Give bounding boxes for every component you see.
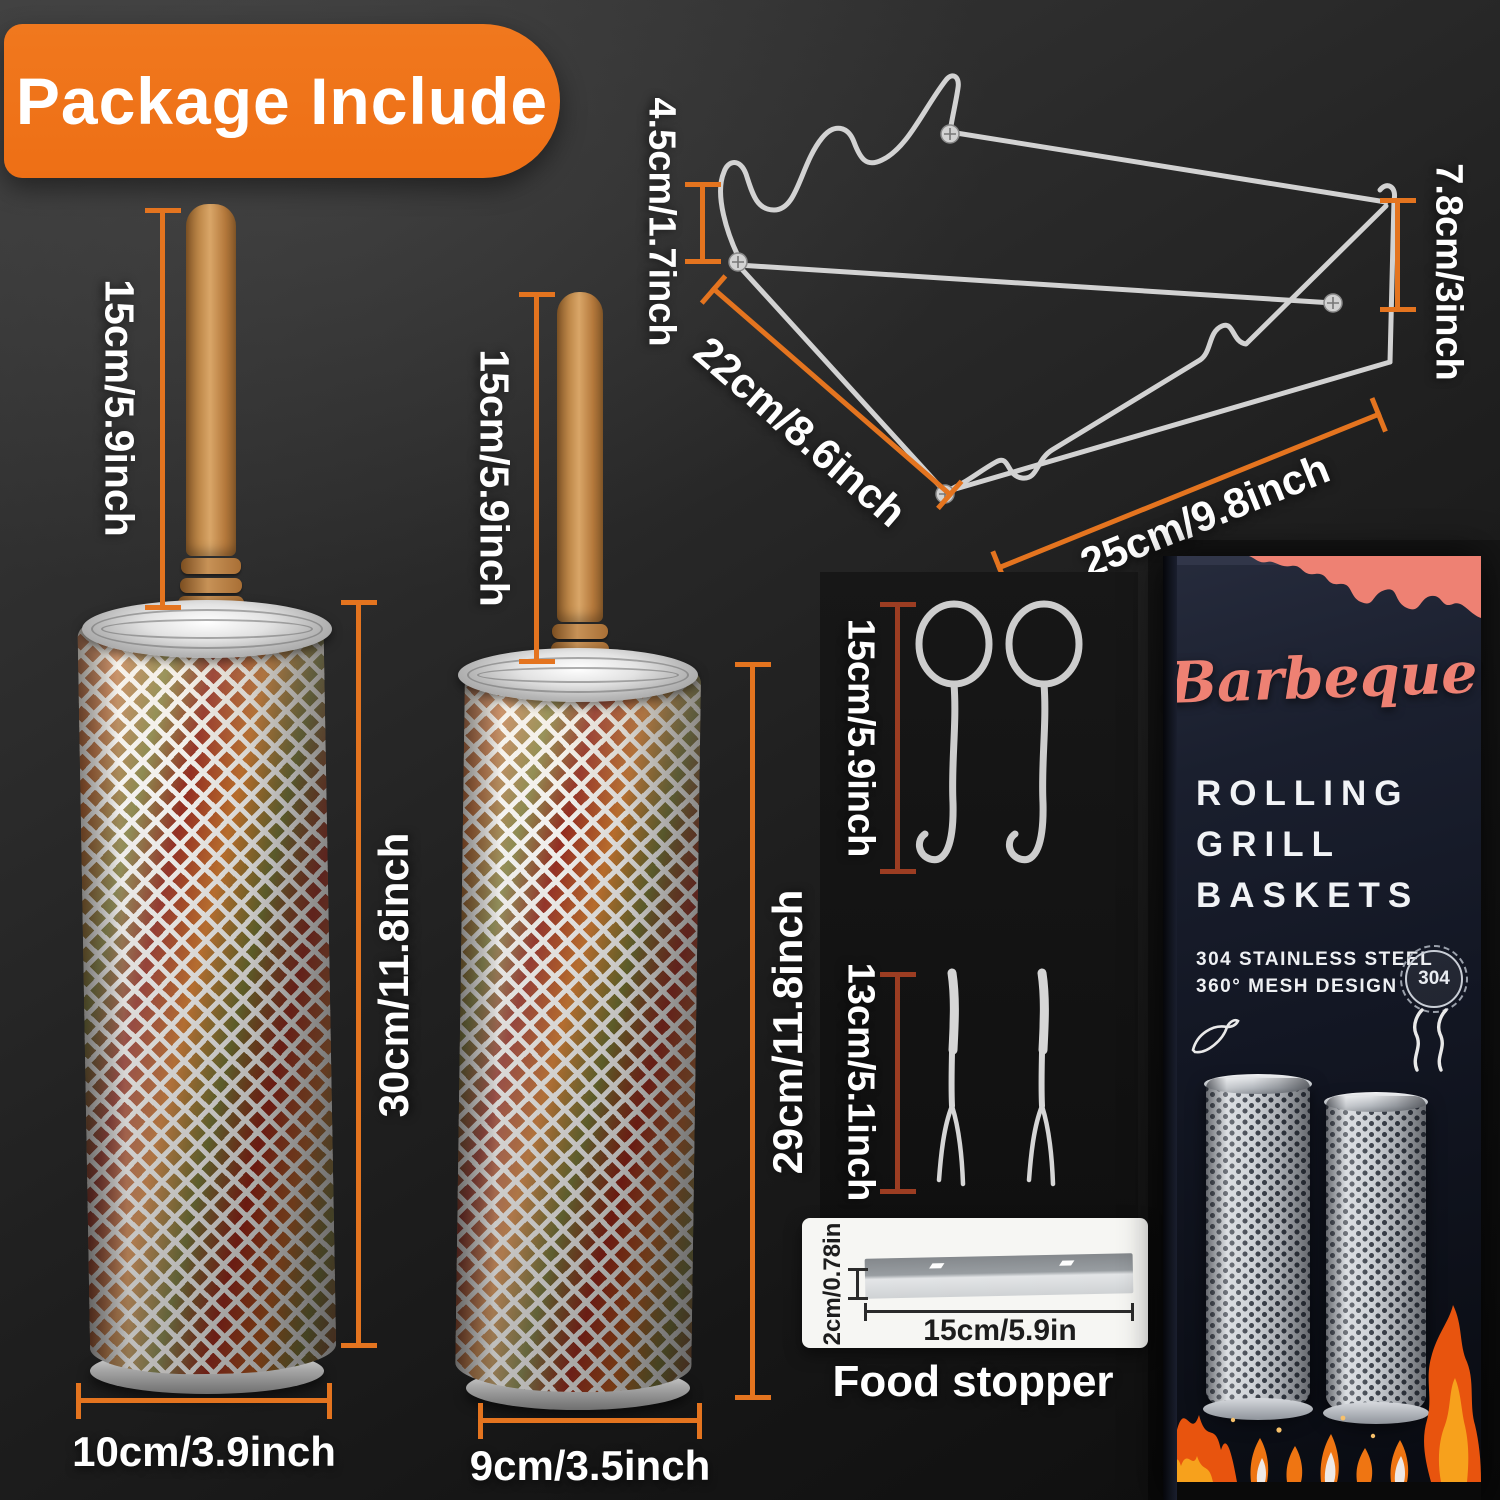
box-feature-line: 304 STAINLESS STEEL [1196,949,1434,970]
chili-icon [1191,1018,1240,1054]
hanging-hook [915,600,993,864]
food-stopper-panel: 2cm/0.78in 15cm/5.9in [802,1218,1148,1348]
box-brand: Barbeque [1167,639,1479,717]
bbq-fork [1026,968,1056,1187]
large-basket-shading [77,619,337,1377]
large-basket-body [77,619,337,1377]
food-stopper-bar [864,1253,1134,1299]
box-left-spine [1163,556,1177,1500]
small-body-line [750,662,755,1400]
food-stopper-caption: Food stopper [832,1357,1114,1406]
forks-length-label: 13cm/5.1inch [839,962,882,1202]
small-basket-shading [454,666,702,1394]
product-box: Barbeque ROLLING GRILL BASKETS 304 STAIN… [1163,556,1481,1500]
large-body-line [356,600,361,1348]
box-basket-base [1203,1398,1313,1420]
flames-graphic [1163,1305,1481,1500]
box-basket-photo [1323,1092,1429,1424]
small-basket-handle-ring [552,624,608,639]
box-title: ROLLING GRILL BASKETS [1196,768,1419,921]
small-basket-top-cap [458,648,698,702]
small-diameter-label: 9cm/3.5inch [469,1442,711,1489]
box-basket-shading [1206,1078,1310,1414]
box-title-line: ROLLING [1196,774,1410,813]
rack-height-right-line [1395,198,1400,312]
small-handle-label: 15cm/5.9inch [471,349,518,607]
small-basket-handle [557,292,603,622]
box-basket-photo [1203,1074,1313,1420]
box-basket-base [1323,1402,1429,1424]
stopper-notch [1059,1260,1075,1266]
rack-height-right-label: 7.8cm/3inch [1427,163,1470,381]
large-basket-top-cap [82,600,332,658]
stopper-length-line [864,1310,1134,1313]
accessories-panel [820,572,1138,1244]
stopper-thickness-label: 2cm/0.78in [819,1222,846,1346]
rack-height-left-line [700,182,705,264]
hooks-length-line [895,602,900,874]
large-body-label: 30cm/11.8inch [370,832,417,1118]
rack-height-left-label: 4.5cm/1.7inch [640,97,683,347]
large-basket-handle-ring [181,558,241,574]
steel-304-badge: 304 [1400,945,1468,1013]
box-title-line: BASKETS [1196,876,1420,915]
stopper-thickness-line [856,1268,859,1300]
stopper-notch [929,1263,945,1269]
bbq-fork [936,968,966,1187]
box-features: 304 STAINLESS STEEL 360° MESH DESIGN [1196,946,1433,1000]
banner: Package Include [4,24,560,178]
stopper-length-label: 15cm/5.9in [923,1314,1077,1347]
box-title-line: GRILL [1196,825,1341,864]
large-basket-handle [186,204,236,556]
large-diameter-line [76,1398,332,1403]
box-flame-graphic [1249,556,1481,618]
small-basket-body [454,666,702,1394]
large-handle-label: 15cm/5.9inch [96,279,143,537]
badge-text: 304 [1418,968,1450,989]
large-basket-handle-ring [180,578,242,593]
small-body-label: 29cm/11.8inch [764,889,811,1175]
large-handle-line [160,208,165,610]
hanging-hook [1005,600,1083,864]
hooks-length-label: 15cm/5.9inch [839,618,882,858]
banner-text: Package Include [15,64,549,138]
small-handle-line [534,292,539,664]
box-basket-shading [1326,1096,1426,1418]
large-diameter-label: 10cm/3.9inch [72,1428,336,1475]
steam-icon [1412,1008,1448,1072]
forks-length-line [895,972,900,1194]
small-diameter-line [478,1418,702,1423]
box-feature-line: 360° MESH DESIGN [1196,976,1398,997]
